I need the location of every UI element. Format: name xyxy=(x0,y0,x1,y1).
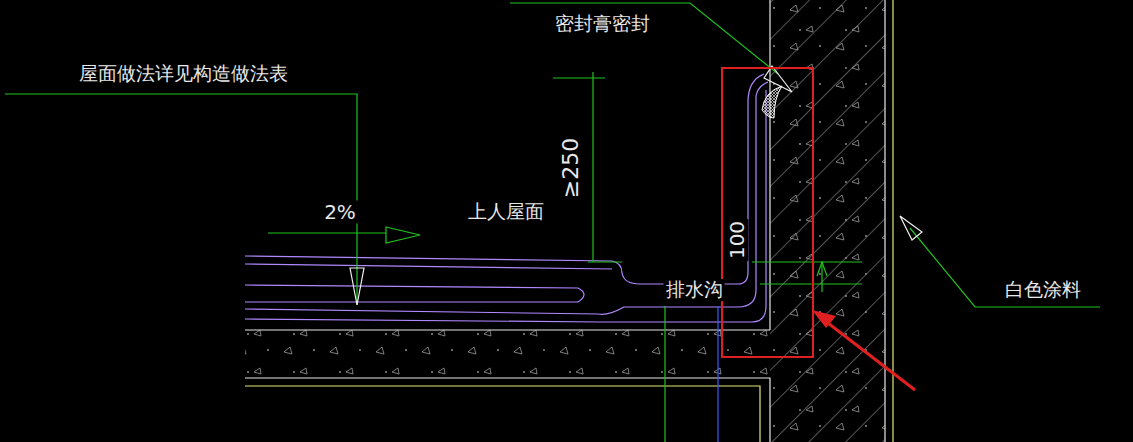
wall-face xyxy=(884,0,885,442)
leader-arrowhead xyxy=(764,66,792,92)
finish-line xyxy=(892,0,893,442)
leader-line xyxy=(910,228,1100,307)
highlight-arrowhead xyxy=(812,310,836,328)
dimension-line xyxy=(821,262,822,292)
ceiling-line xyxy=(245,386,760,442)
dimension-label: 100 xyxy=(726,219,749,261)
grid-line xyxy=(664,306,665,442)
sealant xyxy=(762,86,782,118)
screed-layer xyxy=(245,264,612,269)
wall-hatch xyxy=(770,0,885,442)
note-label: 白色涂料 xyxy=(1003,279,1083,301)
dimension-label: ≥250 xyxy=(558,136,583,200)
leader-line xyxy=(510,3,778,74)
note-label: 密封膏密封 xyxy=(553,13,652,35)
extension-line xyxy=(588,261,622,262)
waterproof-layer xyxy=(245,74,764,284)
highlight-box xyxy=(722,68,813,357)
roof-layers xyxy=(245,74,768,322)
leader-arrowhead xyxy=(900,216,922,240)
area-label: 上人屋面 xyxy=(466,201,546,223)
extension-line xyxy=(553,77,605,78)
slab-top xyxy=(245,329,770,330)
structure-lines xyxy=(245,0,893,442)
slope-arrow xyxy=(268,232,386,233)
part-label: 排水沟 xyxy=(664,279,725,301)
slab-bottom xyxy=(245,378,770,442)
arrowheads xyxy=(350,66,922,305)
insulation-layer xyxy=(245,285,584,302)
extension-line xyxy=(752,261,862,262)
slab-aggregate xyxy=(245,330,770,378)
slope-arrowhead xyxy=(386,227,420,243)
leader-arrowhead xyxy=(350,268,364,305)
wall-face xyxy=(769,0,770,330)
wall-aggregate xyxy=(770,0,885,442)
membrane-layer xyxy=(245,82,768,314)
dimension-line xyxy=(592,72,593,262)
base-layer xyxy=(245,90,766,322)
annotation-lines xyxy=(5,3,1100,442)
dimension-arrow xyxy=(817,262,827,276)
grid-line xyxy=(717,306,718,442)
slope-label: 2% xyxy=(322,201,358,224)
extension-line xyxy=(760,283,862,284)
note-label: 屋面做法详见构造做法表 xyxy=(77,63,290,85)
highlight-arrow xyxy=(824,320,915,390)
leader-line xyxy=(5,94,357,305)
